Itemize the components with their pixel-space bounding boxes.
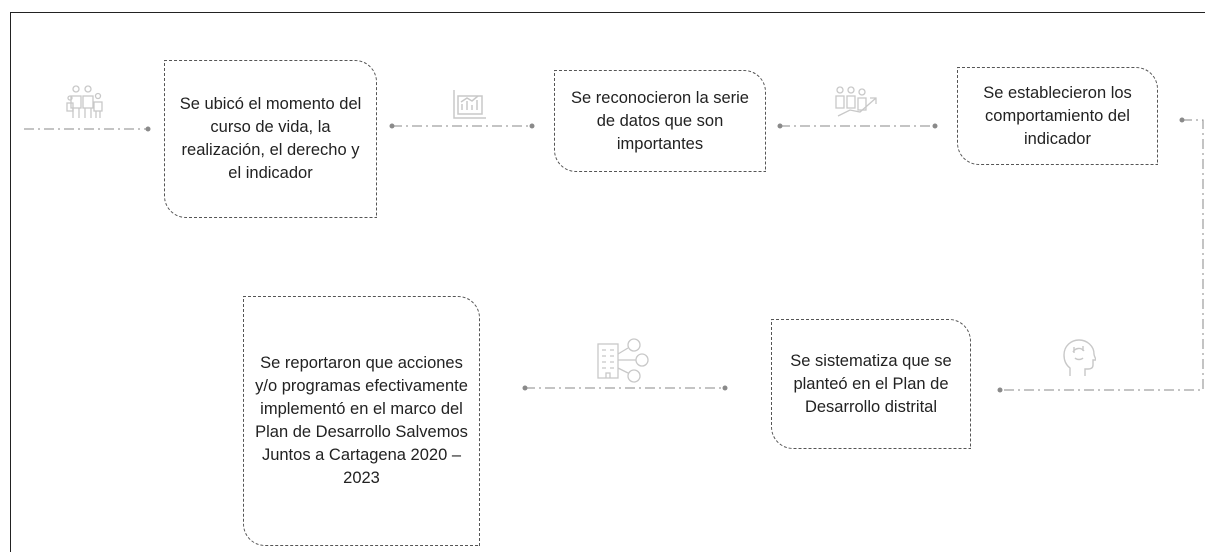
- step-3-text: Se establecieron los comportamiento del …: [983, 83, 1132, 148]
- family-icon: [66, 85, 103, 118]
- step-2-text: Se reconocieron la serie de datos que so…: [571, 88, 749, 153]
- connector-dot: [722, 385, 728, 391]
- step-5-text: Se reportaron que acciones y/o programas…: [255, 354, 468, 487]
- building-network-icon: [597, 338, 649, 383]
- connector-dot: [932, 123, 938, 129]
- step-box-2: Se reconocieron la serie de datos que so…: [554, 70, 766, 172]
- step-box-5: Se reportaron que acciones y/o programas…: [243, 296, 480, 546]
- connector-dot: [1179, 117, 1185, 123]
- head-brain-icon: [1063, 339, 1096, 376]
- chart-board-icon: [453, 90, 486, 119]
- people-trend-icon: [835, 86, 877, 117]
- connector-4: [1000, 119, 1204, 391]
- connector-dot: [389, 123, 395, 129]
- step-4-text: Se sistematiza que se planteó en el Plan…: [790, 351, 952, 416]
- connector-dot: [997, 387, 1003, 393]
- connector-dot: [529, 123, 535, 129]
- connector-dot: [145, 126, 151, 132]
- step-1-text: Se ubicó el momento del curso de vida, l…: [179, 95, 362, 182]
- connector-dot: [777, 123, 783, 129]
- diagram-frame: [10, 12, 1205, 552]
- step-box-3: Se establecieron los comportamiento del …: [957, 67, 1158, 165]
- connector-dot: [522, 385, 528, 391]
- step-box-1: Se ubicó el momento del curso de vida, l…: [164, 60, 377, 218]
- step-box-4: Se sistematiza que se planteó en el Plan…: [771, 319, 971, 449]
